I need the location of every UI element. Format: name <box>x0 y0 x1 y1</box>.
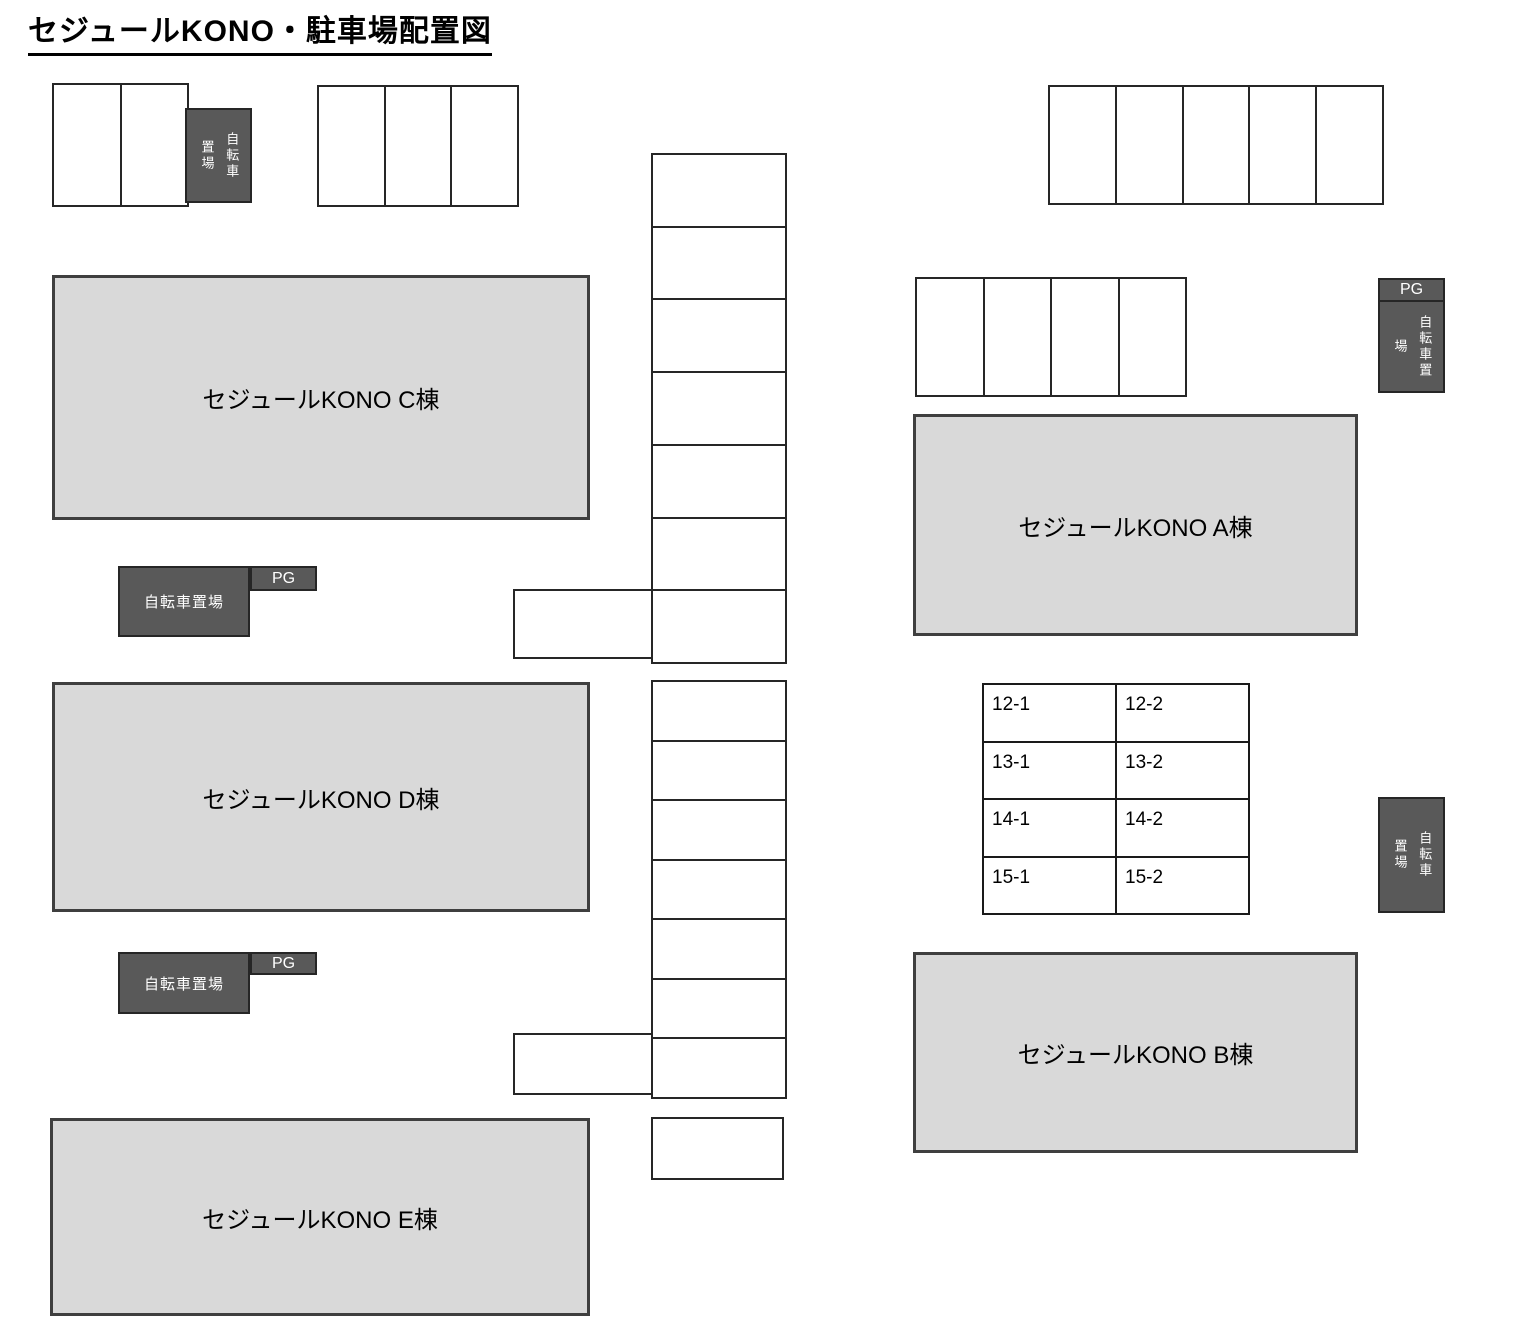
bike-parking-block-right-middle: 自転車 置場 <box>1378 797 1445 913</box>
building-d: セジュールKONO D棟 <box>52 682 590 912</box>
parking-spot-14-1: 14-1 <box>984 800 1115 856</box>
bike-parking-label: 自転車置場 <box>143 975 224 993</box>
parking-cell <box>1183 87 1249 203</box>
building-a-label: セジュールKONO A棟 <box>1018 514 1253 542</box>
parking-cell-group-top-left <box>52 83 189 207</box>
parking-cell <box>1116 87 1182 203</box>
parking-cell <box>653 591 785 662</box>
parking-cell <box>653 227 785 299</box>
parking-cell <box>984 279 1050 395</box>
page-title: セジュールKONO・駐車場配置図 <box>28 6 492 56</box>
parking-spot-15-1: 15-1 <box>984 857 1115 913</box>
parking-cell-single-bottom <box>651 1117 784 1180</box>
building-e-label: セジュールKONO E棟 <box>202 1206 438 1234</box>
parking-cell-strip-center-lower <box>651 680 787 1099</box>
building-b-label: セジュールKONO B棟 <box>1017 1042 1254 1069</box>
parking-cell-group-top-mid <box>317 85 519 207</box>
building-e: セジュールKONO E棟 <box>50 1118 590 1316</box>
bike-parking-label: 自転車置 場 <box>1392 314 1433 379</box>
parking-cell <box>917 279 983 395</box>
pg-label: PG <box>1380 280 1443 302</box>
parking-cell-group-right-mid <box>915 277 1187 397</box>
parking-cell <box>653 860 785 919</box>
parking-spot-15-2: 15-2 <box>1117 857 1248 913</box>
parking-cell <box>319 87 384 205</box>
bike-parking-block-left-upper: 自転車置場 <box>118 566 250 637</box>
building-c: セジュールKONO C棟 <box>52 275 590 520</box>
parking-cell <box>1250 87 1316 203</box>
parking-cell-strip-center-upper <box>651 153 787 664</box>
parking-cell <box>1317 87 1382 203</box>
building-d-label: セジュールKONO D棟 <box>202 786 440 814</box>
parking-cell <box>653 801 785 859</box>
parking-cell <box>653 979 785 1038</box>
parking-cell <box>653 741 785 800</box>
bike-parking-label: 自転車 置場 <box>199 131 240 180</box>
bike-parking-label: 自転車 置場 <box>1392 831 1433 879</box>
parking-spot-13-1: 13-1 <box>984 742 1115 798</box>
pg-label: PG <box>271 569 296 587</box>
pg-bike-parking-block-right-top: PG 自転車置 場 <box>1378 278 1445 393</box>
parking-cell <box>1050 87 1115 203</box>
parking-cell <box>1119 279 1185 395</box>
parking-cell-wide-lower <box>513 1033 653 1095</box>
parking-cell <box>653 445 785 517</box>
bike-parking-label: 自転車置場 <box>143 594 224 611</box>
parking-cell-wide-upper <box>513 589 653 659</box>
parking-cell <box>653 1039 785 1097</box>
parking-spot-12-2: 12-2 <box>1117 685 1248 741</box>
parking-cell <box>653 373 785 444</box>
bike-parking-body: 自転車置 場 <box>1380 302 1443 391</box>
parking-cell <box>54 85 120 205</box>
parking-spot-14-2: 14-2 <box>1117 800 1248 856</box>
pg-block-left-lower: PG <box>250 952 317 975</box>
building-b: セジュールKONO B棟 <box>913 952 1358 1153</box>
pg-label: PG <box>271 954 296 972</box>
parking-spot-13-2: 13-2 <box>1117 742 1248 798</box>
parking-cell <box>385 87 451 205</box>
parking-cell <box>653 920 785 978</box>
numbered-parking-table: 12-1 12-2 13-1 13-2 14-1 14-2 15-1 15-2 <box>982 683 1250 915</box>
parking-cell <box>121 85 187 205</box>
parking-cell-group-top-right <box>1048 85 1384 205</box>
building-a: セジュールKONO A棟 <box>913 414 1358 636</box>
parking-cell <box>653 300 785 372</box>
parking-cell <box>653 518 785 590</box>
pg-block-left-upper: PG <box>250 566 317 591</box>
parking-cell <box>653 682 785 740</box>
parking-cell <box>452 87 517 205</box>
parking-cell <box>1052 279 1118 395</box>
bike-parking-block-top-left: 自転車 置場 <box>185 108 252 203</box>
bike-parking-block-left-lower: 自転車置場 <box>118 952 250 1014</box>
parking-spot-12-1: 12-1 <box>984 685 1115 741</box>
building-c-label: セジュールKONO C棟 <box>202 387 440 414</box>
parking-cell <box>653 155 785 226</box>
